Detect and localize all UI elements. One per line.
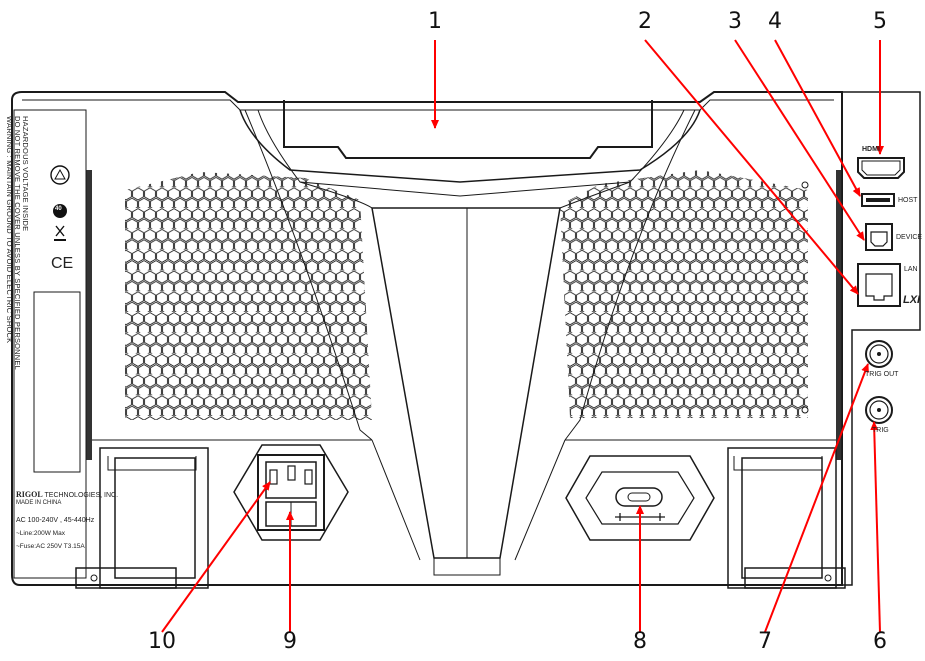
right-vent-grille xyxy=(560,170,808,418)
center-recess xyxy=(371,207,561,559)
ce-mark: CE xyxy=(51,255,74,272)
label-plate xyxy=(13,109,87,579)
arrow-2 xyxy=(644,39,859,295)
hdmi-port xyxy=(857,157,905,179)
ac-rating: AC 100-240V , 45-440Hz xyxy=(16,517,95,524)
left-vent-grille xyxy=(125,172,372,420)
callout-7: 7 xyxy=(758,629,772,654)
arrow-7 xyxy=(764,363,869,633)
callout-1: 1 xyxy=(428,9,442,34)
lan-port xyxy=(857,263,901,307)
arrow-10 xyxy=(161,481,271,633)
usb-host-port xyxy=(861,193,895,207)
callout-8: 8 xyxy=(633,629,647,654)
company-name: TECHNOLOGIES, INC. xyxy=(44,492,119,499)
fuse-rating: ~Fuse:AC 250V T3.15A xyxy=(16,543,85,550)
host-label: HOST xyxy=(898,197,918,204)
callout-5: 5 xyxy=(873,9,887,34)
callout-4: 4 xyxy=(768,9,782,34)
warning-line-1: HAZARDOUS VOLTAGE INSIDE xyxy=(21,116,30,232)
left-foot xyxy=(99,447,209,589)
callout-10: 10 xyxy=(148,629,176,654)
callout-9: 9 xyxy=(283,629,297,654)
trig-out-bnc xyxy=(865,340,893,368)
lan-label: LAN xyxy=(904,266,918,273)
device-label: DEVICE xyxy=(896,234,923,241)
tuv-mark: 40 xyxy=(55,206,62,212)
line-rating: ~Line:200W Max xyxy=(16,530,65,537)
made-in: MADE IN CHINA xyxy=(16,500,62,506)
hdmi-label: HDMI xyxy=(862,146,880,153)
arrow-6 xyxy=(870,421,881,633)
manufacturer-line: RIGOL TECHNOLOGIES, INC. xyxy=(16,490,118,499)
arrow-4 xyxy=(774,39,861,197)
trig-out-label: TRIG OUT xyxy=(865,371,899,378)
security-lock-bezel xyxy=(565,455,715,541)
power-socket-bezel xyxy=(233,444,349,541)
trig-in-bnc xyxy=(865,396,893,424)
lxi-logo: LXI xyxy=(903,294,921,306)
callout-6: 6 xyxy=(873,629,887,654)
warning-line-2: DO NOT REMOVE THE COVER UNLESS BY SPECIF… xyxy=(13,116,22,370)
callout-2: 2 xyxy=(638,9,652,34)
trig-in-label: TRIG xyxy=(872,427,889,434)
callout-arrows xyxy=(161,39,884,633)
chassis-outline xyxy=(11,91,843,586)
right-foot xyxy=(727,447,837,589)
warning-line-3: WARNING : MAINTAIN GROUND TO AVOID ELECT… xyxy=(5,116,14,344)
arrow-3 xyxy=(734,39,865,241)
brand-name: RIGOL xyxy=(16,490,43,499)
io-panel xyxy=(841,91,921,586)
carry-handle xyxy=(283,100,653,159)
callout-3: 3 xyxy=(728,9,742,34)
usb-device-port xyxy=(865,223,893,251)
